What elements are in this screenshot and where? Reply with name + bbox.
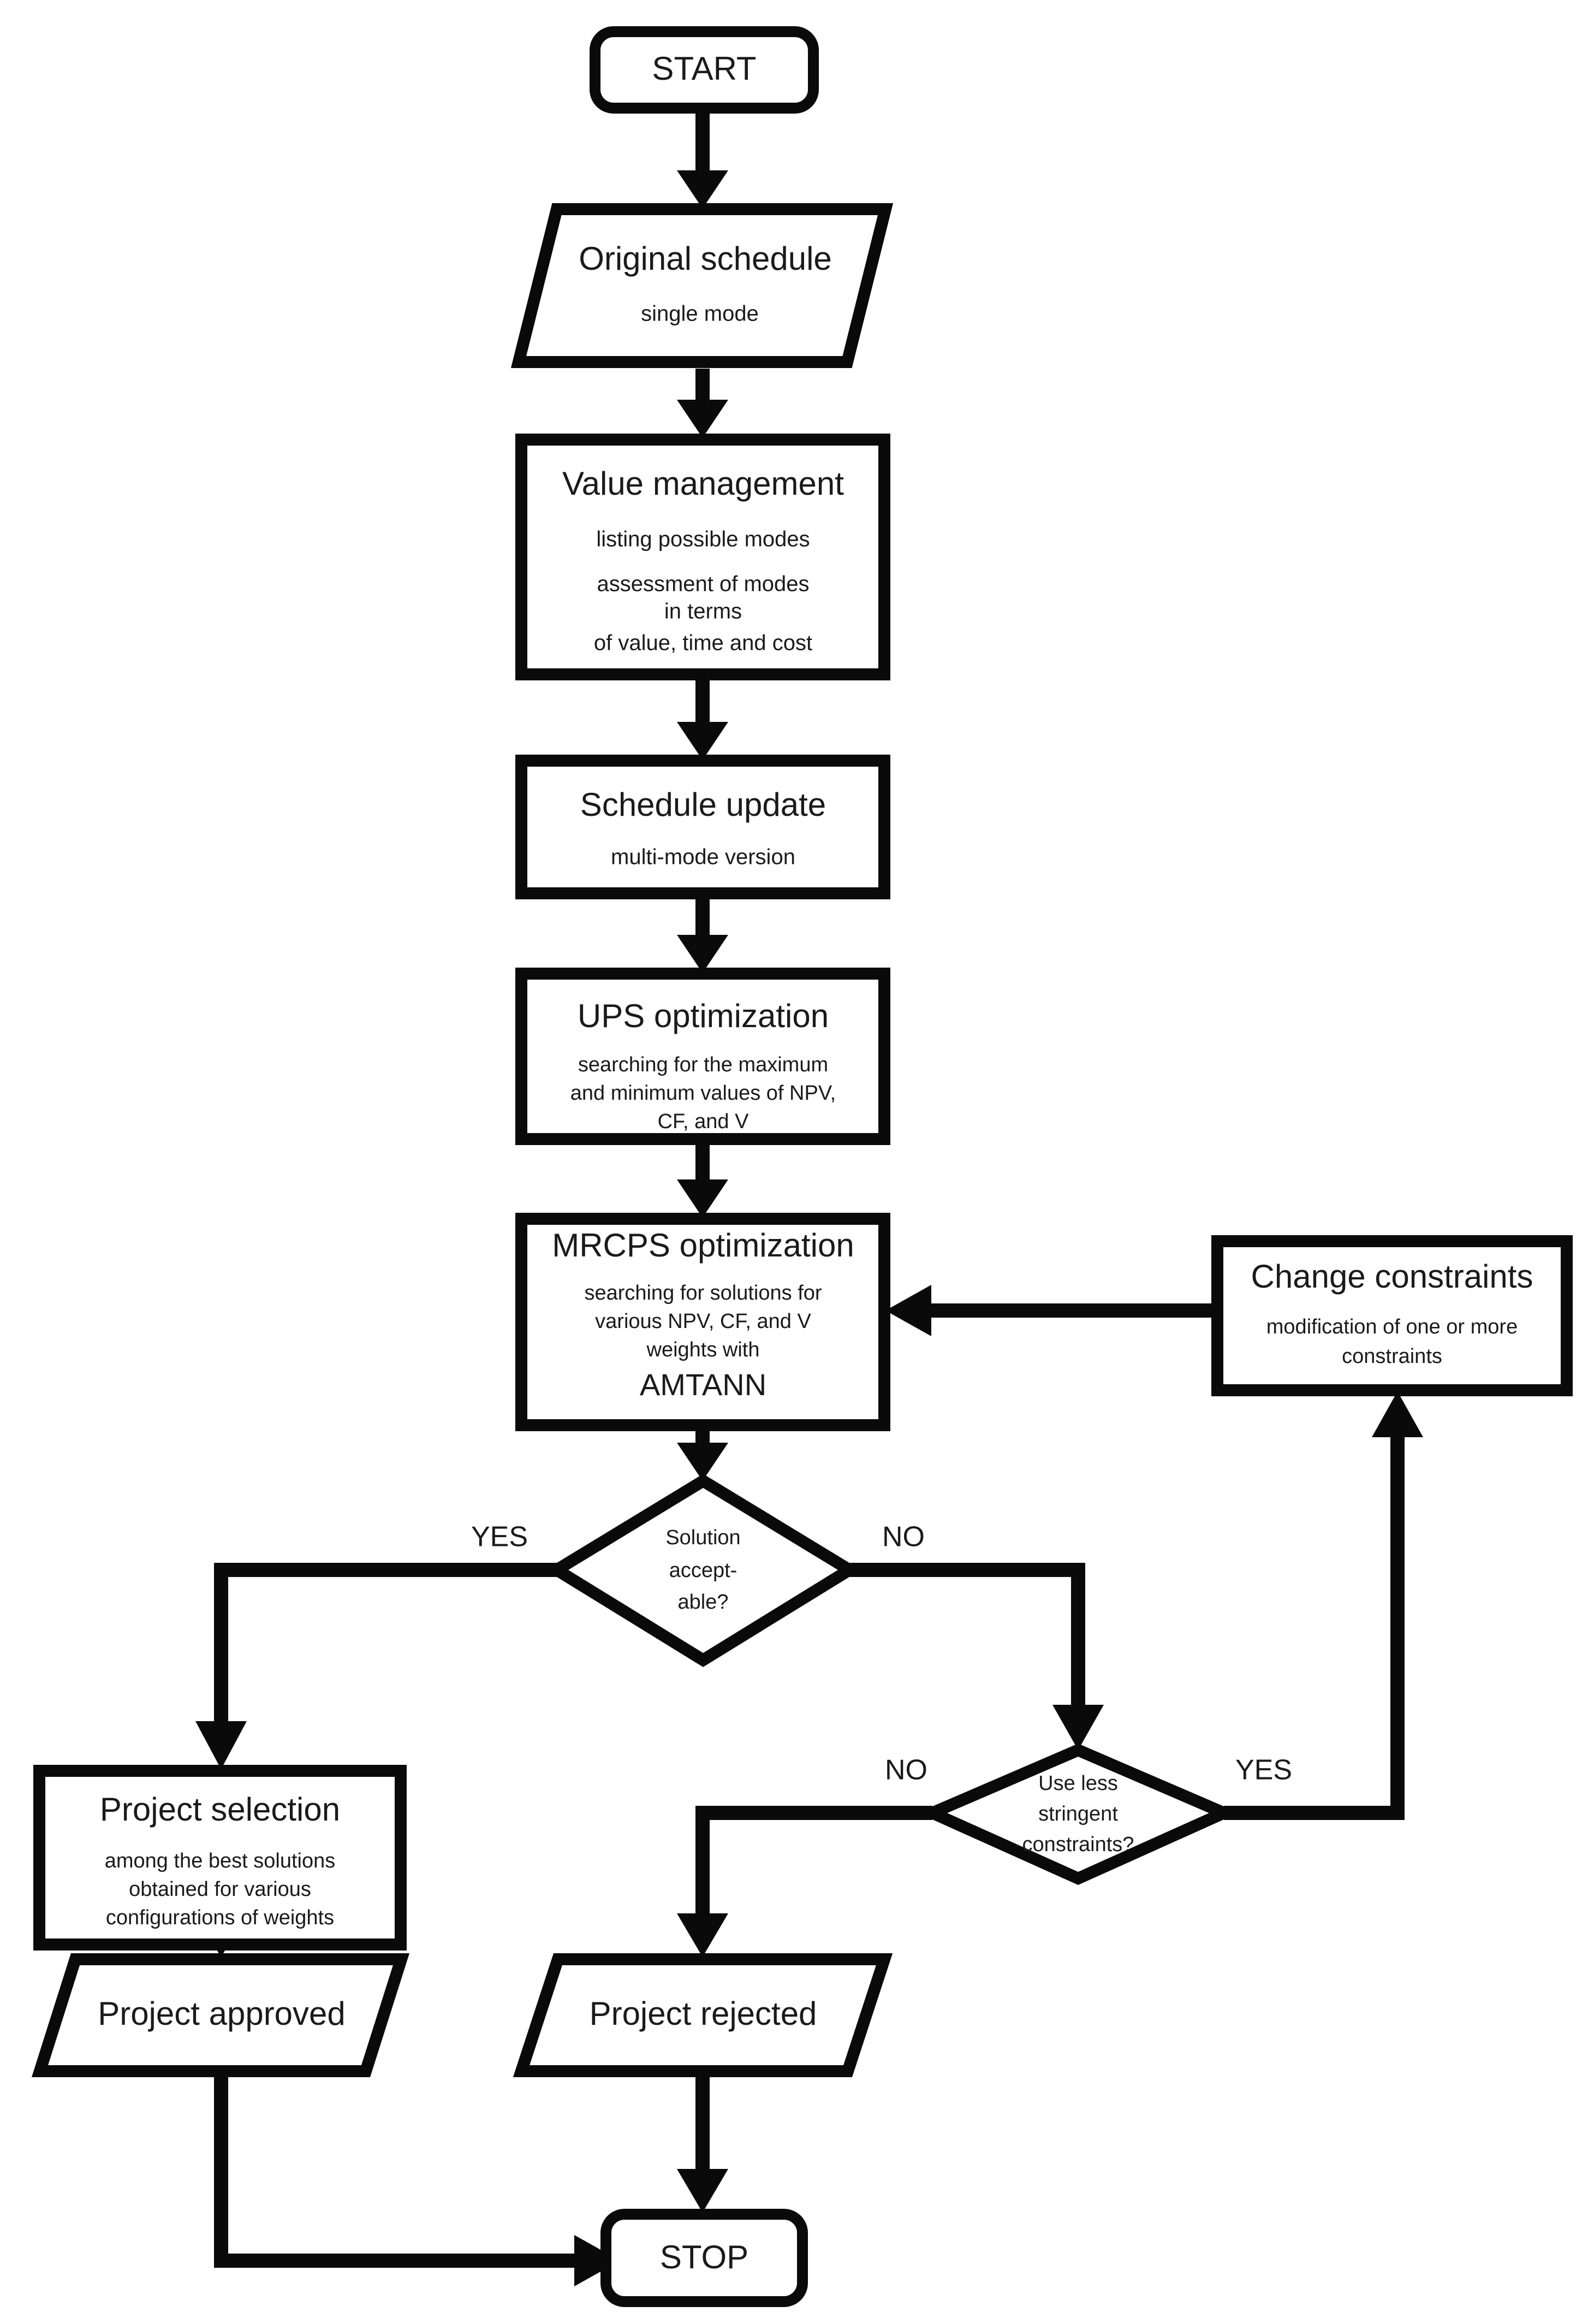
- value-management-subline-3: in terms: [664, 600, 742, 624]
- change-constraints-title: Change constraints: [1251, 1258, 1533, 1295]
- node-stop[interactable]: STOP: [600, 2209, 808, 2307]
- decision-constraints-line-3: constraints?: [1022, 1833, 1134, 1856]
- ups-optimization-subline-2: and minimum values of NPV,: [570, 1082, 836, 1105]
- edge-label-no-constraints: NO: [885, 1754, 927, 1786]
- value-management-subline-1: listing possible modes: [596, 527, 810, 552]
- decision-solution-line-2: accept-: [669, 1559, 737, 1582]
- mrcps-optimization-shape: [515, 1213, 890, 1431]
- value-management-subline-2: assessment of modes: [597, 572, 809, 596]
- edge-label-yes-solution: YES: [471, 1521, 528, 1553]
- node-original-schedule[interactable]: Original schedule single mode: [510, 203, 894, 368]
- node-value-management[interactable]: Value management listing possible modes …: [515, 434, 890, 680]
- connector-value-management-to-schedule-update: [677, 677, 728, 760]
- mrcps-optimization-subline-1: searching for solutions for: [584, 1282, 822, 1305]
- original-schedule-subline-1: single mode: [641, 302, 759, 326]
- value-management-subline-4: of value, time and cost: [594, 631, 812, 655]
- project-selection-subline-1: among the best solutions: [105, 1849, 336, 1872]
- project-approved-label: Project approved: [98, 1995, 346, 2032]
- node-decision-less-stringent[interactable]: Use less stringent constraints?: [917, 1744, 1239, 1886]
- decision-constraints-shape: [917, 1744, 1239, 1886]
- stop-label: STOP: [660, 2239, 748, 2275]
- node-mrcps-optimization[interactable]: MRCPS optimization searching for solutio…: [515, 1213, 890, 1431]
- project-rejected-shape: [513, 1953, 893, 2077]
- original-schedule-title: Original schedule: [579, 240, 832, 277]
- node-decision-solution-acceptable[interactable]: Solution accept- able?: [545, 1474, 861, 1667]
- edge-label-no-solution: NO: [882, 1521, 925, 1553]
- decision-solution-shape: [545, 1474, 861, 1667]
- change-constraints-subline-1: modification of one or more: [1266, 1315, 1518, 1338]
- mrcps-optimization-title: MRCPS optimization: [552, 1227, 854, 1264]
- schedule-update-subline-1: multi-mode version: [611, 845, 795, 869]
- project-rejected-label: Project rejected: [590, 1995, 817, 2032]
- connector-constraints-no-to-project-rejected: [677, 1806, 932, 1957]
- project-approved-shape: [31, 1953, 410, 2077]
- decision-solution-line-1: Solution: [665, 1526, 740, 1549]
- ups-optimization-shape: [515, 968, 890, 1145]
- project-selection-shape: [33, 1765, 407, 1950]
- ups-optimization-subline-1: searching for the maximum: [578, 1053, 828, 1076]
- decision-constraints-line-1: Use less: [1038, 1772, 1118, 1795]
- connector-schedule-update-to-ups: [677, 896, 728, 973]
- stop-shape: [600, 2209, 808, 2307]
- value-management-shape: [515, 434, 890, 680]
- connector-project-approved-to-stop: [214, 2072, 620, 2286]
- project-selection-subline-3: configurations of weights: [106, 1906, 334, 1929]
- original-schedule-shape: [510, 203, 894, 368]
- connector-project-rejected-to-stop: [677, 2072, 728, 2213]
- mrcps-optimization-subline-4: AMTANN: [640, 1367, 766, 1402]
- connector-start-to-original: [677, 108, 728, 209]
- value-management-title: Value management: [562, 465, 844, 502]
- ups-optimization-subline-3: CF, and V: [658, 1110, 750, 1133]
- mrcps-optimization-subline-2: various NPV, CF, and V: [595, 1310, 811, 1333]
- connector-decision-no-to-decision-constraints: [849, 1563, 1104, 1750]
- connector-constraints-yes-to-change-constraints: [1224, 1391, 1423, 1820]
- start-label: START: [652, 50, 756, 87]
- connector-mrcps-to-decision-solution: [677, 1426, 728, 1481]
- node-schedule-update[interactable]: Schedule update multi-mode version: [515, 755, 890, 899]
- node-start[interactable]: START: [590, 26, 819, 114]
- schedule-update-title: Schedule update: [580, 786, 826, 823]
- ups-optimization-title: UPS optimization: [578, 998, 829, 1034]
- connector-original-to-value-management: [677, 369, 728, 438]
- node-project-rejected[interactable]: Project rejected: [513, 1953, 893, 2077]
- node-change-constraints[interactable]: Change constraints modification of one o…: [1211, 1235, 1573, 1396]
- connector-ups-to-mrcps: [677, 1141, 728, 1218]
- change-constraints-subline-2: constraints: [1342, 1345, 1442, 1368]
- node-ups-optimization[interactable]: UPS optimization searching for the maxim…: [515, 968, 890, 1145]
- schedule-update-shape: [515, 755, 890, 899]
- change-constraints-shape: [1211, 1235, 1573, 1396]
- mrcps-optimization-subline-3: weights with: [646, 1338, 760, 1361]
- project-selection-title: Project selection: [100, 1791, 340, 1828]
- start-shape: [590, 26, 819, 114]
- connector-change-constraints-to-mrcps: [885, 1285, 1216, 1336]
- node-project-selection[interactable]: Project selection among the best solutio…: [33, 1765, 407, 1950]
- project-selection-subline-2: obtained for various: [129, 1878, 311, 1901]
- connector-decision-yes-to-project-selection: [195, 1563, 557, 1769]
- decision-solution-line-3: able?: [678, 1591, 729, 1614]
- decision-constraints-line-2: stringent: [1038, 1803, 1118, 1825]
- edge-label-yes-constraints: YES: [1235, 1754, 1292, 1786]
- node-project-approved[interactable]: Project approved: [31, 1953, 410, 2077]
